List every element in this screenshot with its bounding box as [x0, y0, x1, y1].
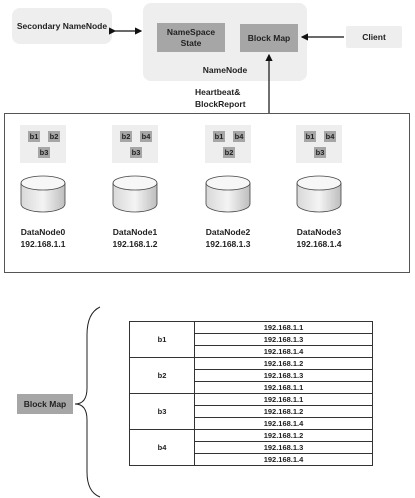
block-id-cell: b1	[129, 321, 195, 358]
datanode-block-group: b1 b4 b2	[205, 125, 251, 163]
datanode-name: DataNode1	[112, 227, 158, 237]
datanode-block-group: b1 b2 b3	[20, 125, 66, 163]
client-label: Client	[362, 32, 386, 42]
namespace-state-label: NameSpace State	[166, 26, 216, 48]
secondary-namenode-label: Secondary NameNode	[16, 21, 108, 31]
disk-icon	[20, 175, 66, 213]
namenode-box: NameSpace State Block Map NameNode	[143, 3, 307, 81]
datanode-ip: 192.168.1.1	[20, 239, 66, 249]
block-chip: b2	[120, 131, 132, 142]
replica-ip-cell: 192.168.1.4	[194, 345, 373, 358]
datanode-ip: 192.168.1.4	[296, 239, 342, 249]
block-map-legend-label: Block Map	[23, 399, 67, 409]
block-chip: b1	[213, 131, 225, 142]
client-box: Client	[346, 26, 402, 48]
replica-ip-cell: 192.168.1.2	[194, 357, 373, 370]
replica-ip-cell: 192.168.1.1	[194, 381, 373, 394]
block-id-cell: b2	[129, 357, 195, 394]
heartbeat-label: Heartbeat& BlockReport	[195, 87, 246, 109]
disk-icon	[205, 175, 251, 213]
replica-ip-cell: 192.168.1.2	[194, 429, 373, 442]
block-chip: b4	[324, 131, 336, 142]
block-chip: b1	[28, 131, 40, 142]
block-chip: b4	[233, 131, 245, 142]
block-chip: b4	[140, 131, 152, 142]
replica-ip-cell: 192.168.1.3	[194, 441, 373, 454]
disk-icon	[112, 175, 158, 213]
datanode-block-group: b1 b4 b3	[296, 125, 342, 163]
block-id-cell: b4	[129, 429, 195, 466]
block-chip: b2	[48, 131, 60, 142]
replica-ip-cell: 192.168.1.2	[194, 405, 373, 418]
datanode-ip: 192.168.1.3	[205, 239, 251, 249]
datanode-name: DataNode0	[20, 227, 66, 237]
replica-ip-cell: 192.168.1.1	[194, 393, 373, 406]
block-map-label: Block Map	[247, 33, 291, 43]
datanode-cluster-frame	[4, 113, 410, 273]
block-chip: b1	[304, 131, 316, 142]
replica-ip-cell: 192.168.1.3	[194, 333, 373, 346]
replica-ip-cell: 192.168.1.3	[194, 369, 373, 382]
datanode-name: DataNode2	[205, 227, 251, 237]
datanode-name: DataNode3	[296, 227, 342, 237]
datanode-block-group: b2 b4 b3	[112, 125, 158, 163]
replica-ip-cell: 192.168.1.1	[194, 321, 373, 334]
block-map-brace	[74, 306, 101, 498]
block-id-cell: b3	[129, 393, 195, 430]
block-chip: b3	[38, 147, 50, 158]
block-chip: b3	[314, 147, 326, 158]
block-map-legend-box: Block Map	[17, 394, 73, 414]
block-chip: b3	[130, 147, 142, 158]
secondary-namenode-box: Secondary NameNode	[12, 8, 112, 44]
datanode-ip: 192.168.1.2	[112, 239, 158, 249]
disk-icon	[296, 175, 342, 213]
namenode-title: NameNode	[202, 65, 248, 75]
table-row: 192.168.1.4	[130, 453, 373, 466]
replica-ip-cell: 192.168.1.4	[194, 417, 373, 430]
block-chip: b2	[223, 147, 235, 158]
replica-ip-cell: 192.168.1.4	[194, 453, 373, 466]
namespace-state-box: NameSpace State	[157, 23, 225, 52]
block-map-box: Block Map	[240, 24, 298, 52]
